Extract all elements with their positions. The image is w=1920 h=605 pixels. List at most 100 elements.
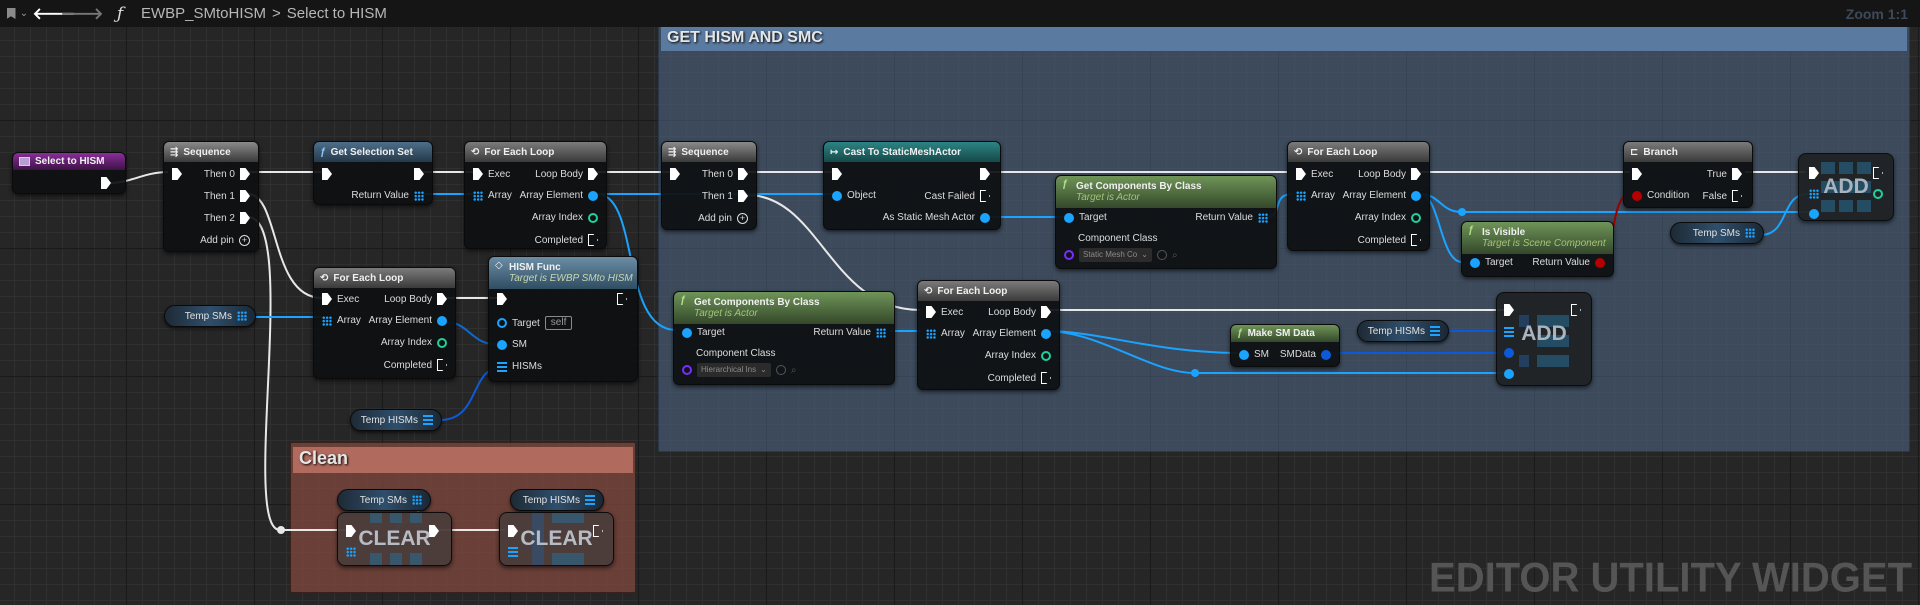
node-for-each-loop-1[interactable]: ⟲For Each Loop Exec Array Loop Body Arra… — [464, 141, 607, 249]
new-item-pin[interactable] — [1504, 348, 1514, 358]
search-icon[interactable]: ⌕ — [790, 364, 797, 376]
exec-in-pin[interactable]: Exec — [473, 168, 510, 180]
var-temp-hisms-clean[interactable]: Temp HISMs — [510, 489, 604, 511]
exec-in-pin[interactable] — [172, 168, 182, 180]
return-value-pin[interactable]: Return Value — [1532, 257, 1605, 268]
exec-in-pin[interactable] — [497, 293, 507, 305]
loop-body-pin[interactable]: Loop Body — [384, 293, 447, 305]
node-array-clear-1[interactable]: CLEAR — [337, 512, 452, 566]
array-in-pin[interactable]: Array — [926, 328, 965, 339]
return-value-pin[interactable]: Return Value — [351, 190, 424, 201]
loop-body-pin[interactable]: Loop Body — [1358, 168, 1421, 180]
completed-pin[interactable]: Completed — [535, 234, 598, 246]
node-sequence[interactable]: ⇶Sequence Then 0 Then 1 Then 2 Add pin+ — [163, 141, 259, 252]
false-pin[interactable]: False — [1703, 190, 1742, 202]
node-sequence-2[interactable]: ⇶Sequence Then 0 Then 1 Add pin+ — [661, 141, 757, 230]
component-class-pin[interactable]: Static Mesh Co⌄ ⌕ — [1064, 248, 1178, 262]
exec-out-pin[interactable] — [617, 293, 627, 305]
new-item-pin[interactable] — [1809, 209, 1819, 219]
then-0-pin[interactable]: Then 0 — [702, 168, 748, 180]
as-static-mesh-actor-pin[interactable]: As Static Mesh Actor — [883, 212, 990, 223]
target-array-pin[interactable] — [346, 547, 356, 557]
var-temp-hisms-2[interactable]: Temp HISMs — [1357, 320, 1449, 342]
loop-body-pin[interactable]: Loop Body — [988, 306, 1051, 318]
target-pin[interactable]: Target — [1470, 257, 1513, 268]
node-cast-to-static-mesh-actor[interactable]: ↦Cast To StaticMeshActor Object Cast Fai… — [823, 141, 1001, 230]
return-value-pin[interactable]: Return Value — [1195, 212, 1268, 223]
node-array-clear-2[interactable]: CLEAR — [499, 512, 614, 566]
true-pin[interactable]: True — [1707, 168, 1742, 180]
bookmark-icon[interactable] — [5, 0, 17, 27]
var-temp-sms[interactable]: Temp SMs — [164, 305, 256, 327]
exec-in-pin[interactable] — [832, 168, 842, 180]
then-1-pin[interactable]: Then 1 — [702, 190, 748, 202]
array-index-pin[interactable]: Array Index — [381, 337, 447, 348]
target-pin[interactable]: Target — [682, 327, 725, 338]
loop-body-pin[interactable]: Loop Body — [535, 168, 598, 180]
node-for-each-loop-3[interactable]: ⟲For Each Loop Exec Array Loop Body Arra… — [1287, 141, 1430, 251]
array-element-pin[interactable]: Array Element — [369, 315, 447, 326]
search-icon[interactable]: ⌕ — [1171, 249, 1178, 261]
node-event-select-to-hism[interactable]: Select to HISM — [12, 152, 126, 194]
component-class-dropdown[interactable]: Static Mesh Co⌄ — [1079, 248, 1152, 262]
completed-pin[interactable]: Completed — [384, 359, 447, 371]
exec-out-pin[interactable] — [414, 168, 424, 180]
chevron-down-icon[interactable]: ⌄ — [19, 8, 29, 19]
node-for-each-loop-2[interactable]: ⟲For Each Loop Exec Array Loop Body Arra… — [313, 267, 456, 379]
exec-in-pin[interactable] — [670, 168, 680, 180]
exec-in-pin[interactable] — [1632, 168, 1642, 180]
node-array-add-1[interactable]: ADD — [1798, 153, 1894, 221]
exec-out-pin[interactable] — [429, 525, 439, 537]
smdata-pin[interactable]: SMData — [1280, 349, 1331, 360]
use-selected-icon[interactable] — [775, 365, 786, 375]
index-out-pin[interactable] — [1873, 189, 1883, 199]
add-pin-button[interactable]: Add pin+ — [698, 213, 748, 224]
add-pin-button[interactable]: Add pin+ — [200, 235, 250, 246]
exec-in-pin[interactable]: Exec — [926, 306, 963, 318]
exec-out-pin[interactable] — [101, 177, 111, 189]
exec-in-pin[interactable] — [1809, 167, 1819, 179]
object-pin[interactable]: Object — [832, 190, 876, 201]
exec-in-pin[interactable]: Exec — [1296, 168, 1333, 180]
node-get-components-by-class-1[interactable]: ƒ Get Components By Class Target is Acto… — [1055, 175, 1277, 269]
completed-pin[interactable]: Completed — [1358, 234, 1421, 246]
array-element-pin[interactable]: Array Element — [973, 328, 1051, 339]
exec-out-pin[interactable] — [1571, 304, 1581, 316]
node-get-components-by-class-2[interactable]: ƒ Get Components By Class Target is Acto… — [673, 291, 895, 385]
target-array-pin[interactable] — [1809, 189, 1819, 199]
exec-out-pin[interactable] — [593, 525, 603, 537]
array-index-pin[interactable]: Array Index — [1355, 212, 1421, 223]
breadcrumb-blueprint[interactable]: EWBP_SMtoHISM — [141, 5, 267, 22]
array-in-pin[interactable]: Array — [473, 190, 512, 201]
target-self-input[interactable]: self — [544, 316, 573, 330]
then-0-pin[interactable]: Then 0 — [204, 168, 250, 180]
node-array-add-2[interactable]: ADD — [1496, 292, 1592, 386]
array-element-pin[interactable]: Array Element — [520, 190, 598, 201]
exec-in-pin[interactable] — [1504, 304, 1514, 316]
var-temp-sms-clean[interactable]: Temp SMs — [337, 489, 431, 511]
then-2-pin[interactable]: Then 2 — [204, 212, 250, 224]
component-class-dropdown[interactable]: Hierarchical Ins⌄ — [697, 363, 771, 377]
component-class-pin[interactable]: Hierarchical Ins⌄ ⌕ — [682, 363, 796, 377]
var-temp-sms-2[interactable]: Temp SMs — [1670, 222, 1764, 244]
node-for-each-loop-4[interactable]: ⟲For Each Loop Exec Array Loop Body Arra… — [917, 280, 1060, 390]
array-element-pin[interactable]: Array Element — [1343, 190, 1421, 201]
completed-pin[interactable]: Completed — [988, 372, 1051, 384]
cast-failed-pin[interactable]: Cast Failed — [924, 190, 990, 202]
target-array-pin[interactable] — [508, 547, 518, 557]
hisms-pin[interactable]: HISMs — [497, 361, 542, 372]
arrow-right-icon[interactable]: 🡒 — [60, 6, 104, 23]
node-hism-func[interactable]: ◇ HISM Func Target is EWBP SMto HISM Tar… — [488, 256, 638, 382]
exec-in-pin[interactable]: Exec — [322, 293, 359, 305]
use-selected-icon[interactable] — [1156, 250, 1167, 260]
var-temp-hisms[interactable]: Temp HISMs — [350, 409, 442, 431]
then-1-pin[interactable]: Then 1 — [204, 190, 250, 202]
exec-out-pin[interactable] — [1873, 167, 1883, 179]
array-index-pin[interactable]: Array Index — [985, 350, 1051, 361]
array-index-pin[interactable]: Array Index — [532, 212, 598, 223]
exec-out-pin[interactable] — [980, 168, 990, 180]
